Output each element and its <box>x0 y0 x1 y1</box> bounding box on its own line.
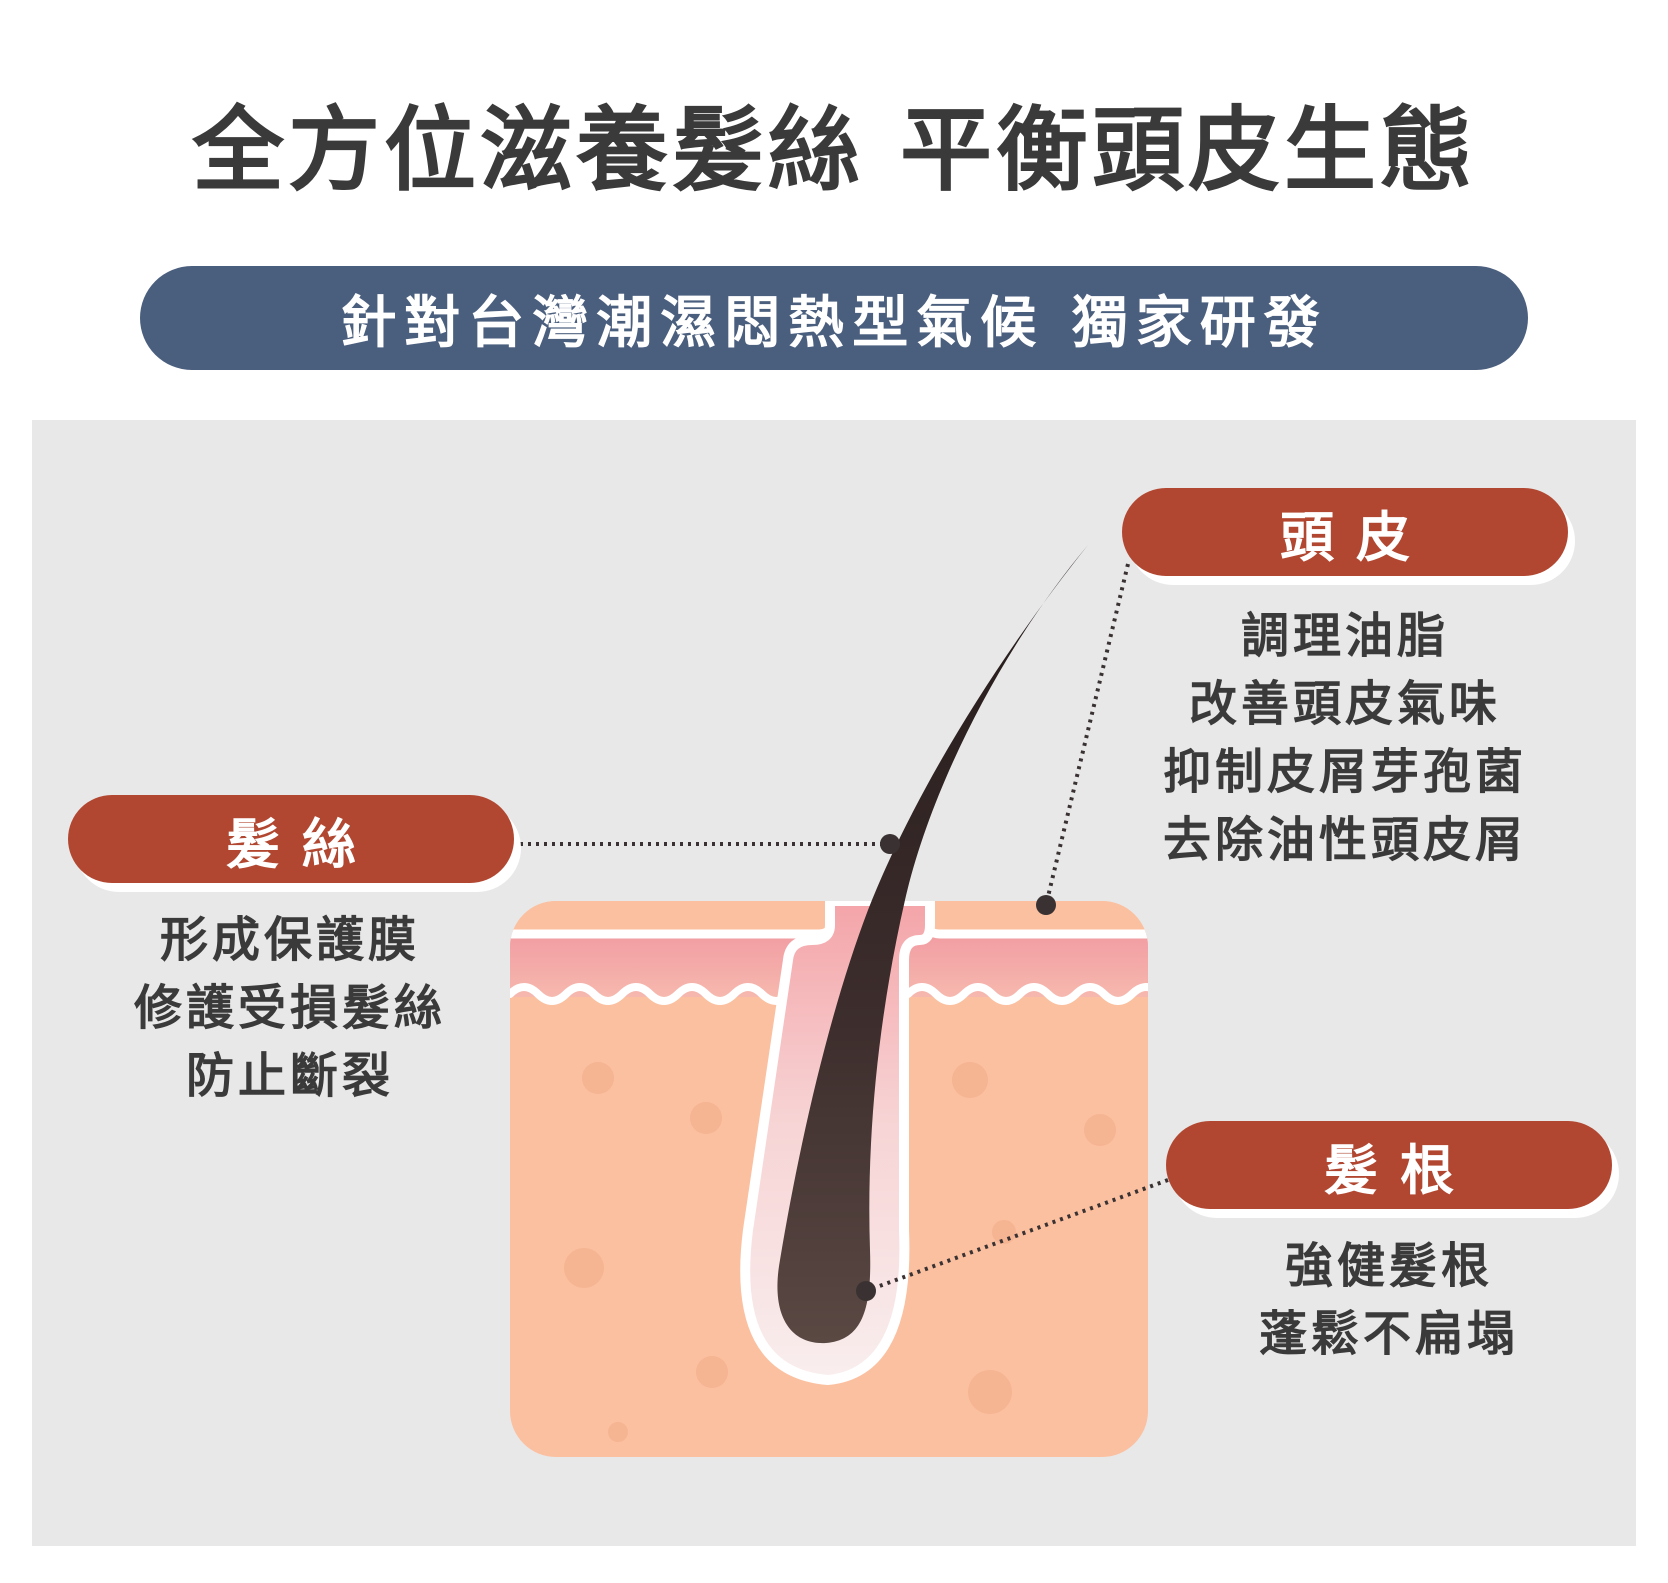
root-leader <box>865 1178 1169 1293</box>
subtitle-banner: 針對台灣潮濕悶熱型氣候 獨家研發 <box>140 266 1528 370</box>
scalp-desc-line: 抑制皮屑芽孢菌 <box>1162 744 1527 800</box>
wavy-boundary <box>510 983 822 1005</box>
root-description: 強健髮根 蓬鬆不扁塌 <box>1166 1232 1612 1368</box>
skin-dot <box>968 1370 1012 1414</box>
skin-dot <box>564 1248 604 1288</box>
hair-strand <box>777 545 1088 1344</box>
hair-desc-line: 修護受損髮絲 <box>133 980 446 1036</box>
scalp-desc-line: 去除油性頭皮屑 <box>1162 812 1527 868</box>
hair-label: 髮絲 <box>226 812 378 876</box>
scalp-marker-dot <box>1036 895 1056 915</box>
skin-dot <box>696 1356 728 1388</box>
subtitle-text: 針對台灣潮濕悶熱型氣候 獨家研發 <box>340 290 1328 356</box>
scalp-label: 頭皮 <box>1280 505 1432 569</box>
root-desc-line: 蓬鬆不扁塌 <box>1258 1306 1519 1362</box>
root-desc-line: 強健髮根 <box>1284 1238 1493 1294</box>
page-title: 全方位滋養髮絲 平衡頭皮生態 <box>191 97 1477 204</box>
skin-dot <box>1084 1114 1116 1146</box>
scalp-desc-line: 改善頭皮氣味 <box>1188 676 1501 732</box>
skin-dot <box>952 1062 988 1098</box>
scalp-leader <box>1044 563 1130 906</box>
hair-marker-dot <box>880 834 900 854</box>
skin-dot <box>582 1062 614 1094</box>
scalp-description: 調理油脂 改善頭皮氣味 抑制皮屑芽孢菌 去除油性頭皮屑 <box>1120 602 1570 874</box>
scalp-label-pill: 頭皮 <box>1122 488 1568 576</box>
wavy-boundary-right <box>904 983 1148 1005</box>
root-marker-dot <box>856 1281 876 1301</box>
hair-desc-line: 防止斷裂 <box>185 1048 394 1104</box>
scalp-desc-line: 調理油脂 <box>1240 608 1449 664</box>
hair-label-pill: 髮絲 <box>68 795 514 883</box>
root-label-pill: 髮根 <box>1166 1121 1612 1209</box>
skin-dot <box>690 1102 722 1134</box>
hair-description: 形成保護膜 修護受損髮絲 防止斷裂 <box>90 906 490 1110</box>
skin-dot <box>608 1422 628 1442</box>
hair-desc-line: 形成保護膜 <box>159 912 420 968</box>
skin-dot <box>992 1220 1016 1244</box>
root-label: 髮根 <box>1324 1138 1476 1202</box>
